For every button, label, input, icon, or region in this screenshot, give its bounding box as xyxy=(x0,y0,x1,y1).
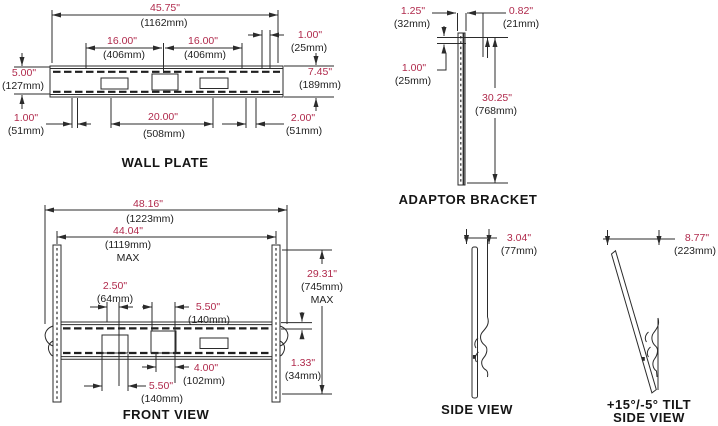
dim-wp-overall-mm: (1162mm) xyxy=(140,17,187,29)
dim-fv-hole-span-mm: (102mm) xyxy=(183,375,225,387)
right-rail xyxy=(271,244,281,403)
dim-wp-stud-left-in: 16.00" xyxy=(107,35,137,47)
dim-fv-slot-top-mm: (140mm) xyxy=(188,314,230,326)
dim-fv-max-width-mm: (1119mm) xyxy=(105,239,151,251)
mounting-hole xyxy=(151,73,179,91)
dim-fv-max-height-in: 29.31" xyxy=(307,268,337,280)
dim-fv-rail-gap-mm: (34mm) xyxy=(285,370,321,382)
dim-fv-hole-span-in: 4.00" xyxy=(194,362,218,374)
dim-fv-max-height-note: MAX xyxy=(311,294,334,306)
panel-edge xyxy=(471,246,478,399)
right-hook xyxy=(279,325,289,357)
spacer-block xyxy=(199,337,229,349)
dim-fv-max-height-mm: (745mm) xyxy=(301,281,343,293)
dim-ab-top-width-in: 1.25" xyxy=(401,5,425,17)
wall-plate-outline xyxy=(49,65,284,98)
dim-wp-slot-height-in: 5.00" xyxy=(12,67,36,79)
dim-tsv-depth-in: 8.77" xyxy=(685,232,709,244)
mount-hook-profile xyxy=(651,317,660,378)
dim-ab-height-mm: (768mm) xyxy=(475,105,517,117)
dim-tsv-depth-mm: (223mm) xyxy=(674,245,716,257)
dim-wp-bottom-right-mm: (51mm) xyxy=(286,125,322,137)
fastener-dot xyxy=(642,357,645,361)
dim-sv-depth-in: 3.04" xyxy=(507,232,531,244)
dim-wp-bottom-left-in: 1.00" xyxy=(14,112,38,124)
tilted-panel-edge xyxy=(610,249,657,394)
dim-wp-top-offset-mm: (25mm) xyxy=(291,42,327,54)
adaptor-bracket-view: 1.25" (32mm) 0.82" (21mm) 1.00" (25mm) 3… xyxy=(394,5,539,207)
adaptor-bracket-outline xyxy=(457,32,466,186)
left-rail xyxy=(52,244,62,403)
dim-wp-stud-right-mm: (406mm) xyxy=(184,49,226,61)
dim-wp-stud-left-mm: (406mm) xyxy=(103,49,145,61)
dim-fv-overall-mm: (1223mm) xyxy=(126,213,174,225)
dim-wp-plate-height-mm: (189mm) xyxy=(299,79,341,91)
dim-ab-top-hole-in: 1.00" xyxy=(402,62,426,74)
dim-fv-max-width-note: MAX xyxy=(117,252,140,264)
spacer-block xyxy=(101,334,129,354)
dim-wp-stud-right-in: 16.00" xyxy=(188,35,218,47)
dim-ab-height-in: 30.25" xyxy=(482,92,512,104)
dim-ab-top-width-mm: (32mm) xyxy=(394,18,430,30)
dim-fv-slot-bottom-mm: (140mm) xyxy=(141,393,183,405)
dim-fv-max-width-in: 44.04" xyxy=(113,225,143,237)
front-view-title: FRONT VIEW xyxy=(123,407,210,422)
dim-wp-bottom-left-mm: (51mm) xyxy=(8,125,44,137)
dim-fv-hole-offset-in: 2.50" xyxy=(103,280,127,292)
tilt-side-view: 8.77" (223mm) +15°/-5° TILT SIDE VIEW xyxy=(603,230,716,425)
mount-hook-profile xyxy=(480,316,489,378)
side-view: 3.04" (77mm) SIDE VIEW xyxy=(441,229,537,417)
dim-fv-hole-offset-mm: (64mm) xyxy=(97,293,133,305)
dim-ab-hook-offset-in: 0.82" xyxy=(509,5,533,17)
adaptor-bracket-title: ADAPTOR BRACKET xyxy=(399,192,538,207)
dim-wp-slot-height-mm: (127mm) xyxy=(2,80,44,92)
side-view-title: SIDE VIEW xyxy=(441,402,513,417)
fastener-dot xyxy=(472,355,476,359)
left-hook xyxy=(44,325,54,357)
mounting-hole xyxy=(199,77,229,89)
mounting-hole xyxy=(100,77,129,90)
dim-fv-overall-in: 48.16" xyxy=(133,198,163,210)
dim-ab-hook-offset-mm: (21mm) xyxy=(503,18,539,30)
dim-wp-bottom-span-in: 20.00" xyxy=(148,111,178,123)
tilt-side-view-title-line2: SIDE VIEW xyxy=(613,410,685,425)
dim-wp-plate-height-in: 7.45" xyxy=(308,66,332,78)
wall-plate-title: WALL PLATE xyxy=(122,155,209,170)
dim-wp-bottom-span-mm: (508mm) xyxy=(143,128,185,140)
front-view: 48.16" (1223mm) 44.04" (1119mm) MAX 29.3… xyxy=(44,198,343,422)
spacer-block xyxy=(150,330,177,354)
mount-clip xyxy=(644,331,651,358)
tilt-side-view-title-line1: +15°/-5° TILT xyxy=(607,397,691,412)
dim-fv-rail-gap-in: 1.33" xyxy=(291,357,315,369)
wall-plate-view: 45.75" (1162mm) 16.00" (406mm) 16.00" (4… xyxy=(2,2,341,170)
dim-wp-top-offset-in: 1.00" xyxy=(298,29,322,41)
dim-sv-depth-mm: (77mm) xyxy=(501,245,537,257)
dim-fv-slot-top-in: 5.50" xyxy=(196,301,220,313)
dim-wp-bottom-right-in: 2.00" xyxy=(291,112,315,124)
dim-ab-top-hole-mm: (25mm) xyxy=(395,75,431,87)
dim-wp-overall-in: 45.75" xyxy=(150,2,180,14)
dim-fv-slot-bottom-in: 5.50" xyxy=(149,380,173,392)
